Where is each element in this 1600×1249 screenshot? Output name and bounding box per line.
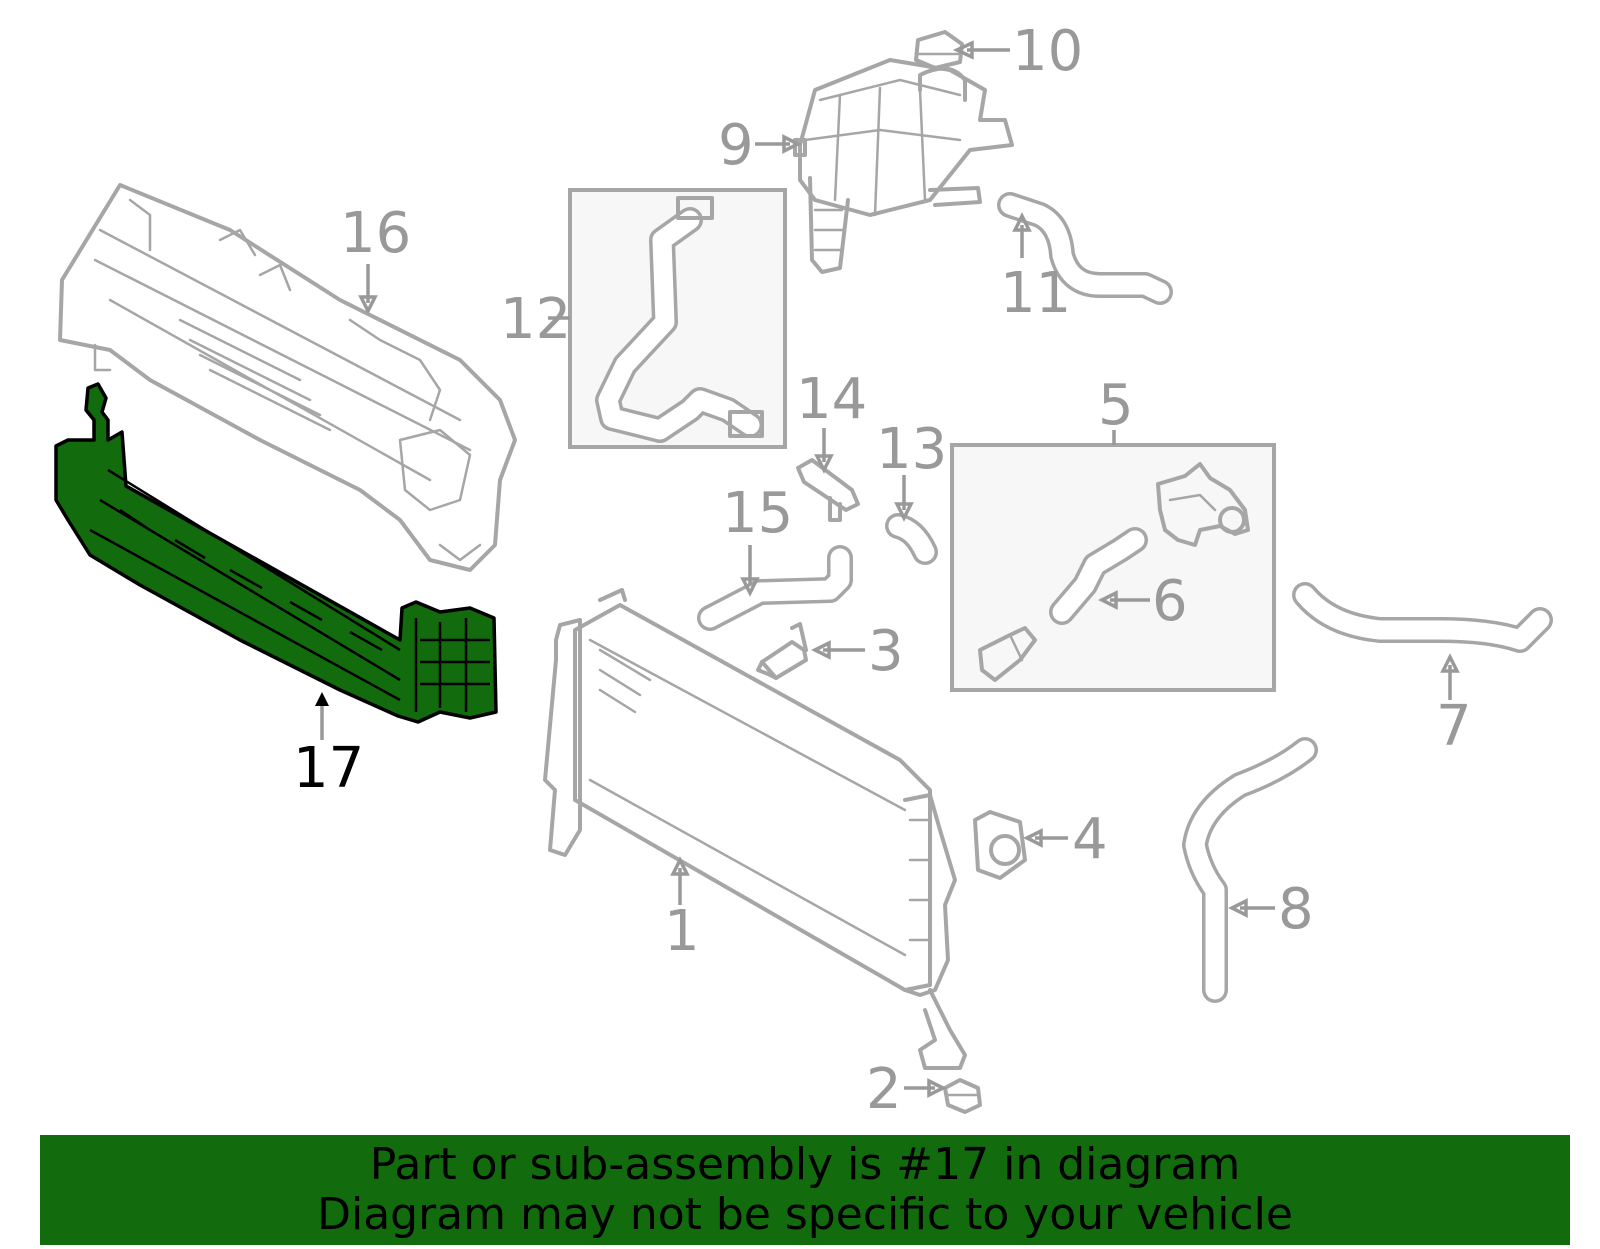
- callout-16: 16: [340, 201, 411, 266]
- part-4-fitting: [973, 810, 1027, 880]
- banner-line-2: Diagram may not be specific to your vehi…: [317, 1189, 1293, 1240]
- callout-10: 10: [1012, 19, 1083, 84]
- part-8-hose: [1182, 737, 1318, 1003]
- part-17-lower-air-deflector: [54, 382, 498, 724]
- part-6-hose: [978, 527, 1148, 682]
- callout-7: 7: [1436, 694, 1472, 759]
- part-15-hose: [697, 545, 853, 631]
- callout-6: 6: [1152, 569, 1188, 634]
- part-16-radiator-support: [58, 183, 517, 572]
- callout-4: 4: [1072, 807, 1108, 872]
- part-13-hose: [885, 513, 938, 565]
- part-1-radiator: [543, 588, 967, 1070]
- leader-lines: [315, 40, 1460, 1098]
- callout-5: 5: [1098, 373, 1134, 438]
- part-2-nut: [943, 1078, 982, 1114]
- callout-15: 15: [722, 481, 793, 546]
- part-9-coolant-reservoir: [793, 58, 1014, 274]
- part-11-hose: [997, 192, 1173, 305]
- callout-1: 1: [664, 899, 700, 964]
- callout-3: 3: [868, 619, 904, 684]
- callout-9: 9: [718, 113, 754, 178]
- part-14-connector: [796, 458, 860, 522]
- part-10-reservoir-cap: [914, 30, 964, 70]
- callout-17: 17: [293, 736, 364, 801]
- callout-13: 13: [876, 417, 947, 482]
- info-banner: Part or sub-assembly is #17 in diagram D…: [40, 1135, 1570, 1245]
- callout-11: 11: [1000, 261, 1071, 326]
- banner-line-1: Part or sub-assembly is #17 in diagram: [369, 1139, 1241, 1190]
- part-7-hose: [1292, 582, 1553, 653]
- callout-12: 12: [500, 287, 571, 352]
- callout-2: 2: [866, 1057, 902, 1122]
- callout-8: 8: [1278, 877, 1314, 942]
- part-3-sensor: [756, 622, 808, 680]
- part-12-hose-box: [568, 188, 787, 449]
- callout-14: 14: [796, 367, 867, 432]
